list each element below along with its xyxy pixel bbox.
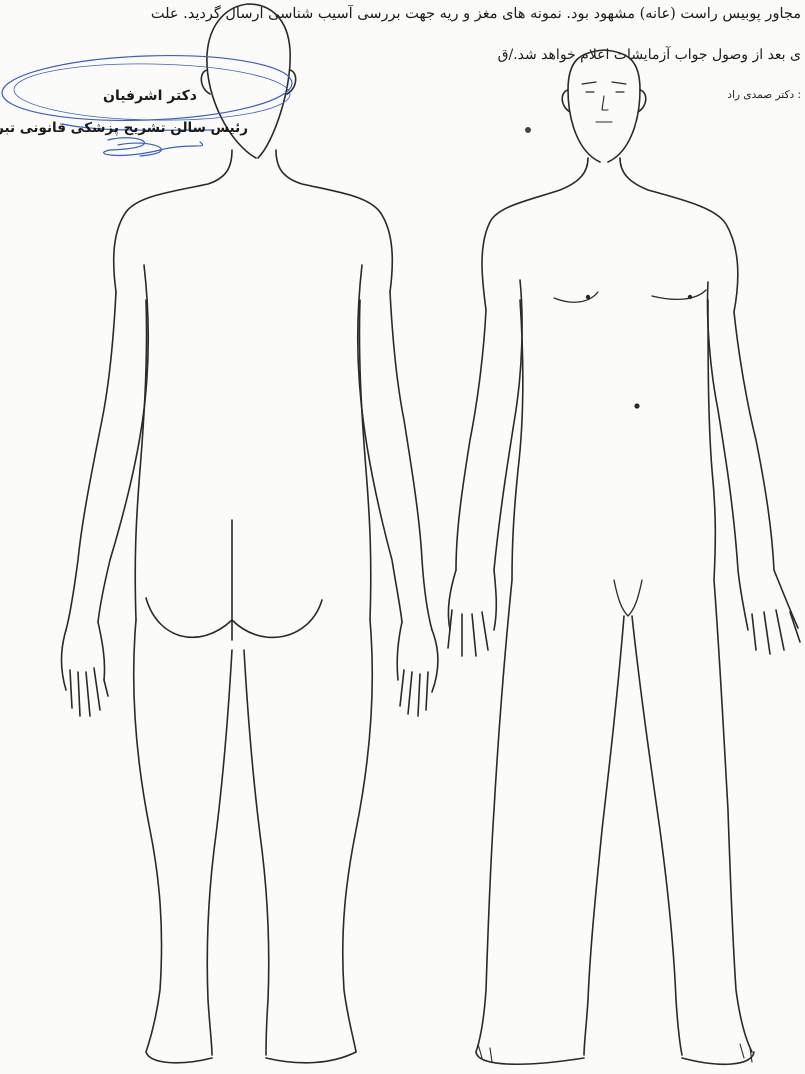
- stamp-doctor-name: دکتر اشرفیان: [50, 88, 250, 104]
- body-outline-anterior: [448, 50, 800, 1064]
- ink-spot-mark: [525, 127, 531, 133]
- stamp-doctor-title: رئیس سالن تشریح پزشکی قانونی تبریز: [0, 120, 248, 136]
- body-outline-posterior: [62, 4, 439, 1063]
